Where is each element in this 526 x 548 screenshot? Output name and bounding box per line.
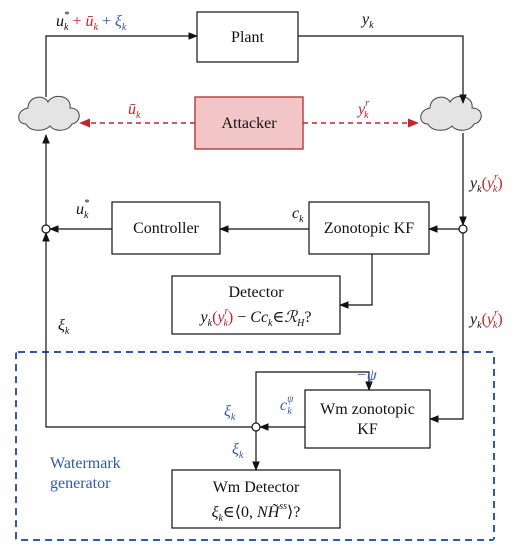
controller-output-label: u*k — [76, 198, 89, 221]
xi-node-label-lower: ξk — [232, 441, 244, 461]
zonotopic-kf-block — [308, 201, 430, 255]
wm-zonotopic-kf-block — [304, 389, 431, 449]
xi-node-label-upper: ξk — [224, 403, 236, 423]
attacker-block — [194, 96, 304, 150]
watermark-label-line2: generator — [50, 475, 111, 492]
controller-label: Controller — [133, 220, 199, 237]
xi-feedback-label: ξk — [58, 317, 70, 337]
zonotopic-kf-label: Zonotopic KF — [324, 220, 414, 237]
watermark-label-line1: Watermark — [50, 455, 121, 472]
watermark-junction-node — [251, 422, 261, 432]
wm-kf-label-line1: Wm zonotopic — [320, 401, 415, 418]
right-network-cloud — [420, 95, 482, 131]
left-junction-node — [41, 224, 51, 234]
xi-feedback-wire — [42, 232, 252, 428]
zkf-output-c-label: ck — [292, 205, 304, 225]
zkf-to-detector-wire — [339, 254, 373, 309]
right-junction-node — [458, 224, 468, 234]
wm-kf-label-line2: KF — [357, 421, 378, 438]
wm-detector-title: Wm Detector — [213, 479, 300, 496]
plant-output-label: yk — [360, 11, 374, 31]
attacker-label: Attacker — [221, 115, 277, 132]
plant-input-label: u*k + ūk + ξk — [56, 10, 127, 33]
watermark-generator-region — [15, 351, 495, 541]
left-network-cloud — [18, 95, 80, 131]
plant-to-cloud-wire — [298, 35, 467, 104]
detector-block — [171, 275, 341, 335]
plant-block — [196, 11, 299, 63]
detector-title: Detector — [228, 284, 284, 301]
attack-u-label: ūk — [128, 101, 141, 121]
plant-label: Plant — [231, 29, 264, 46]
node-to-wm-kf-wire — [429, 233, 464, 423]
minus-psi-label: −ψ — [356, 367, 378, 384]
cloud-to-plant-wire — [45, 32, 198, 97]
psi-to-wm-kf-wire — [255, 371, 373, 391]
controller-block — [111, 201, 221, 255]
wm-detector-condition: ξk∈⟨0, NH̃ss⟩? — [212, 501, 301, 524]
